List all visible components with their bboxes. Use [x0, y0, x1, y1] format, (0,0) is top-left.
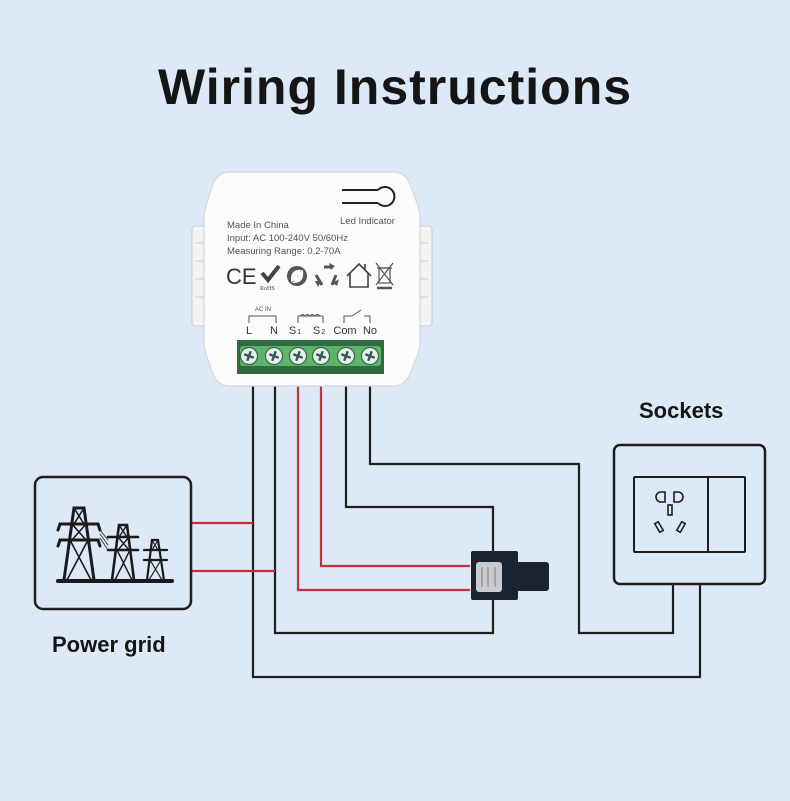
wire-com [344, 378, 495, 551]
weee-bin-icon [375, 262, 394, 290]
recycle-icon [314, 263, 339, 287]
terminal-label-com: Com [333, 325, 356, 337]
terminal-label-l: L [246, 325, 252, 337]
rohs-icon: RoHS [260, 264, 281, 292]
power-grid [33, 475, 193, 611]
wire-s2 [319, 378, 470, 568]
smart-switch-device: Led Indicator Made In China Input: AC 10… [191, 171, 433, 387]
home-icon [346, 262, 372, 288]
sockets-label: Sockets [639, 398, 724, 423]
terminal-screw-l [239, 346, 259, 366]
outlet-holes-icon [653, 491, 687, 534]
terminal-screw-s1 [288, 346, 308, 366]
device-input-spec: Input: AC 100-240V 50/60Hz [227, 233, 348, 244]
terminal-group-brackets [248, 309, 371, 323]
green-dot-icon [287, 266, 307, 286]
terminal-screw-s2 [311, 346, 331, 366]
terminal-label-s2: S2 [313, 325, 325, 337]
wire-no [368, 378, 675, 635]
transmission-tower-icon [56, 506, 174, 583]
ac-in-label: AC IN [255, 307, 271, 313]
device-origin: Made In China [227, 220, 290, 231]
wall-socket [612, 443, 767, 586]
wire-l [251, 378, 702, 679]
svg-text:RoHS: RoHS [260, 286, 275, 292]
terminal-label-s1: S1 [289, 325, 301, 337]
led-indicator-label: Led Indicator [340, 216, 395, 227]
led-indicator-icon [342, 186, 396, 207]
current-clamp [471, 551, 549, 600]
wire-n [273, 378, 495, 635]
terminal-screw-com [336, 346, 356, 366]
terminal-block [237, 340, 384, 374]
terminal-label-n: N [270, 325, 278, 337]
terminal-label-no: No [363, 325, 377, 337]
device-measuring-range: Measuring Range: 0.2-70A [227, 246, 341, 257]
ce-mark-icon: CE [226, 264, 257, 289]
wires [191, 378, 702, 679]
page-title: Wiring Instructions [157, 59, 633, 115]
terminal-labels: L N S1 S2 Com No [246, 325, 377, 337]
power-grid-label: Power grid [52, 632, 166, 657]
terminal-screw-no [360, 346, 380, 366]
wire-s1 [296, 378, 470, 592]
terminal-screw-n [264, 346, 284, 366]
